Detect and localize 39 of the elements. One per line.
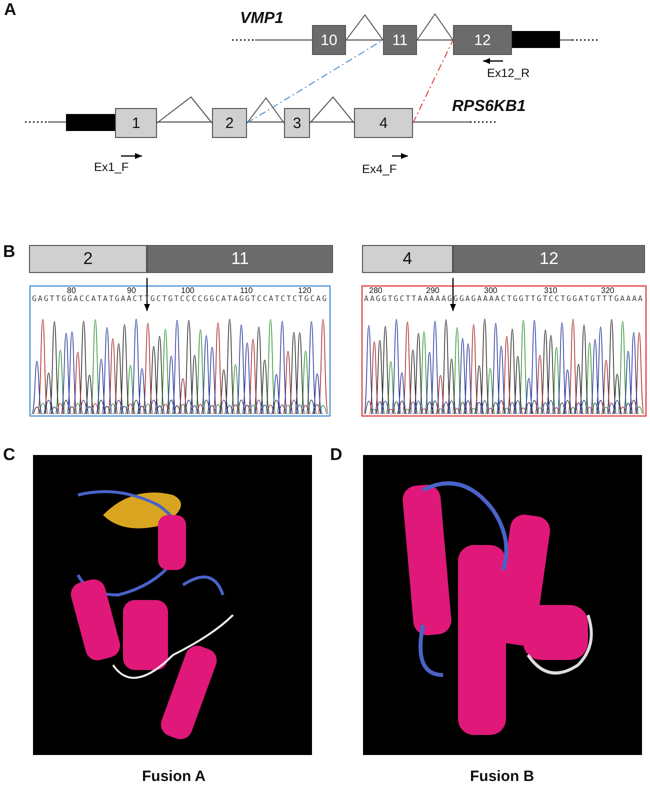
panel-letter: D bbox=[330, 445, 342, 465]
position-number: 90 bbox=[127, 286, 136, 295]
exon-box: 2 bbox=[212, 108, 247, 138]
splice-line bbox=[416, 13, 454, 40]
primer-label: Ex4_F bbox=[362, 162, 397, 176]
position-number: 300 bbox=[484, 286, 498, 295]
splice-line bbox=[346, 14, 384, 40]
caption: Fusion A bbox=[142, 768, 206, 785]
exon-box: 11 bbox=[383, 25, 417, 55]
fusion-line bbox=[246, 40, 384, 124]
fusion-line bbox=[412, 40, 454, 124]
splice-line bbox=[310, 96, 354, 124]
primer-label: Ex1_F bbox=[94, 160, 129, 174]
position-number: 290 bbox=[426, 286, 440, 295]
exon-box: 4 bbox=[354, 108, 413, 138]
splice-line bbox=[156, 96, 212, 124]
primer-label: Ex12_R bbox=[487, 66, 530, 80]
position-number: 80 bbox=[67, 286, 76, 295]
caption: Fusion B bbox=[470, 768, 534, 785]
position-number: 320 bbox=[601, 286, 614, 295]
position-number: 110 bbox=[240, 286, 253, 295]
panel-letter: A bbox=[4, 0, 16, 20]
panel-letter: C bbox=[3, 445, 16, 465]
panel-letter: B bbox=[3, 242, 16, 262]
exon-box: 10 bbox=[312, 25, 346, 55]
splice-line bbox=[246, 97, 284, 124]
gene-name: VMP1 bbox=[240, 10, 284, 28]
exon-box: 12 bbox=[453, 245, 645, 273]
position-number: 310 bbox=[544, 286, 558, 295]
exon-box: 4 bbox=[362, 245, 453, 273]
gene-name: RPS6KB1 bbox=[452, 98, 526, 116]
exon-box: 11 bbox=[147, 245, 333, 273]
position-number: 100 bbox=[181, 286, 194, 295]
exon-box: 1 bbox=[115, 108, 157, 138]
exon-box: 12 bbox=[453, 25, 512, 55]
position-number: 280 bbox=[369, 286, 382, 295]
exon-box: 2 bbox=[29, 245, 147, 273]
position-number: 120 bbox=[298, 286, 312, 295]
exon-box: 3 bbox=[284, 108, 310, 138]
